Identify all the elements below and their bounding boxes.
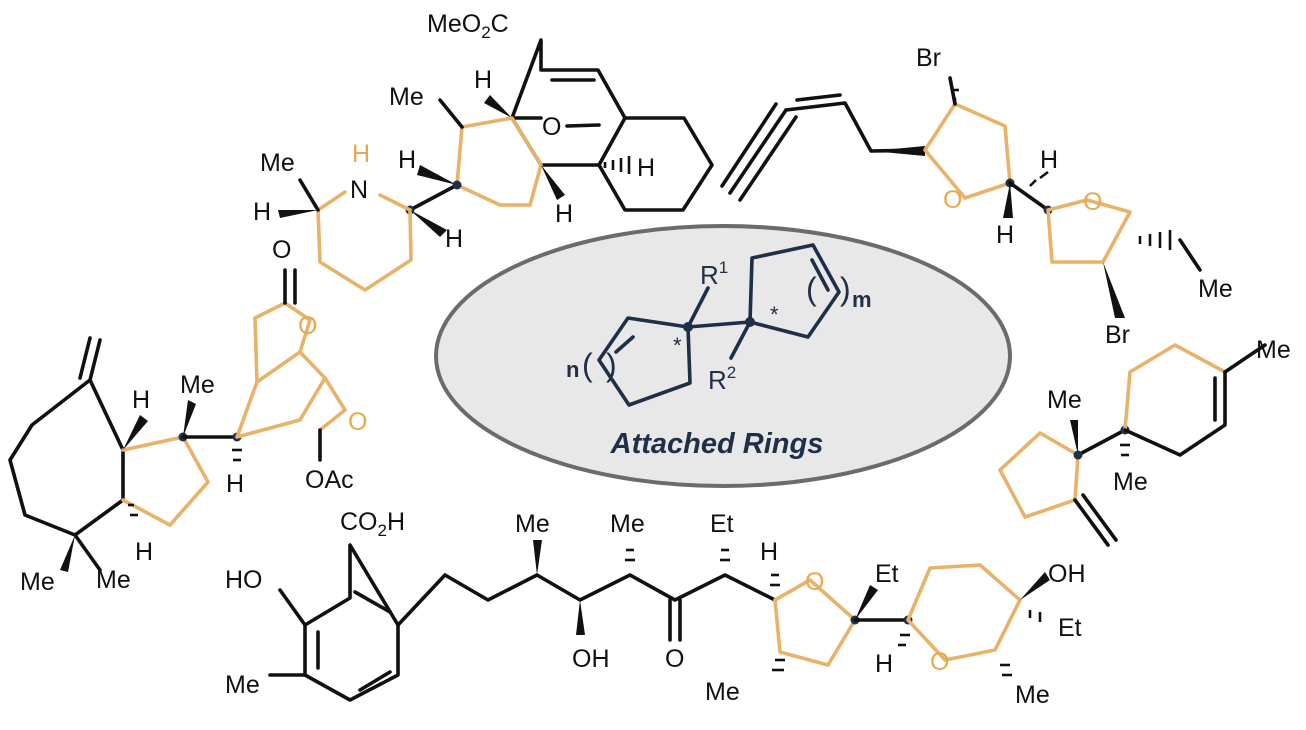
me-left-c-label: Me (180, 371, 215, 399)
me-chain-a-label: Me (515, 510, 550, 538)
h-pip-left-label: H (253, 198, 271, 226)
me-thf3-label: Me (705, 678, 740, 706)
br-bottom-label: Br (1105, 321, 1130, 349)
me-thf-label: Me (1198, 275, 1233, 303)
h-thp-label: H (875, 650, 893, 678)
me-chain-b-label: Me (610, 510, 645, 538)
molecule-left: H H Me Me Me H O O O OAc (8, 236, 367, 596)
br-top-label: Br (916, 44, 941, 72)
attached-rings-caption: Attached Rings (610, 428, 824, 460)
me-right-b-label: Me (1113, 468, 1148, 496)
h-left-mid-label: H (226, 470, 244, 498)
h-bottom-label: H (555, 200, 573, 228)
o-thf1-label: O (943, 186, 962, 214)
left-ring-double-bond (614, 335, 635, 354)
oac-label: OAc (305, 466, 354, 494)
paren-close-left: ) (606, 347, 617, 383)
et-thp-label: Et (1058, 614, 1082, 642)
molecule-right: Me Me Me (998, 336, 1291, 547)
o-epoxide-label: O (348, 408, 367, 436)
paren-close-right: ) (840, 271, 851, 307)
me-left-a-label: Me (20, 568, 55, 596)
me-right-a-label: Me (1047, 386, 1082, 414)
h-left-top-label: H (132, 386, 150, 414)
right-cyclopentane-ring (748, 243, 841, 339)
o-thf3-label: O (805, 568, 824, 596)
stereocenter-dot-right (745, 317, 755, 327)
star-right: * (770, 302, 779, 327)
o-lactone-label: O (298, 312, 317, 340)
r2-bond (729, 320, 752, 360)
molecule-top-center: MeO2C O H Me H H H N H H H Me (253, 10, 714, 292)
star-left: * (673, 333, 682, 358)
left-cyclopentane-ring (597, 316, 692, 407)
h-mid-label: H (398, 146, 416, 174)
o-thf2-label: O (1083, 188, 1102, 216)
h-top-label: H (474, 66, 492, 94)
me-pip-label: Me (260, 149, 295, 177)
me-left-b-label: Me (96, 566, 131, 594)
o-ketone-label: O (665, 645, 684, 673)
o-carbonyl-left-label: O (272, 236, 291, 264)
h-ring-label: H (637, 154, 655, 182)
right-ring-double-bond (810, 258, 830, 292)
co2h-label: CO2H (340, 508, 405, 540)
nh-label: H (352, 140, 370, 168)
oh-chain-label: OH (572, 645, 610, 673)
molecule-bottom: CO2H HO Me Me OH Me O Et H O Me Et H O O… (225, 508, 1086, 709)
me-thp-label: Me (1015, 681, 1050, 709)
h-thf-label: H (996, 221, 1014, 249)
index-m-label: m (852, 287, 872, 312)
me-aryl-label: Me (225, 671, 260, 699)
me-right-c-label: Me (1256, 336, 1291, 364)
oh-thp-label: OH (1048, 560, 1086, 588)
h-thf3-label: H (760, 538, 778, 566)
paren-open-left: ( (582, 347, 593, 383)
paren-open-right: ( (806, 271, 817, 307)
ho-label: HO (225, 566, 263, 594)
r1-bond (686, 286, 710, 329)
central-attached-bond (686, 320, 752, 329)
meo2c-label: MeO2C (427, 10, 509, 42)
r1-label: R1 (700, 258, 728, 290)
o-thp-label: O (930, 648, 949, 676)
nitrogen-label: N (350, 176, 368, 204)
h-thf2-label: H (1040, 146, 1058, 174)
oxygen-bridge-label: O (542, 113, 561, 141)
center-oval (434, 224, 1012, 488)
index-n-label: n (566, 357, 579, 382)
central-motif: R1 R2 * * n ( ) ( ) m Attached Rings (434, 224, 1012, 488)
me-top-label: Me (389, 83, 424, 111)
h-left-bottom-label: H (135, 538, 153, 566)
et-bottom-label: Et (875, 560, 899, 588)
h-pip-label: H (445, 225, 463, 253)
stereocenter-dot-left (683, 322, 693, 332)
r2-label: R2 (708, 363, 736, 395)
molecule-top-right: O Br H H O Me Br (720, 44, 1233, 349)
et-chain-label: Et (710, 510, 734, 538)
